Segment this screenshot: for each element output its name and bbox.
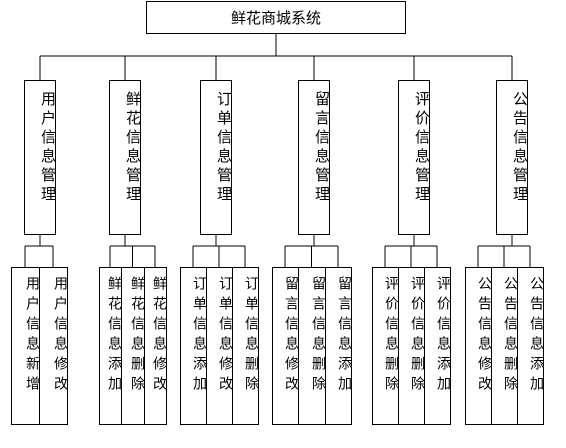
function-node-label: 留言信息修改: [283, 276, 299, 396]
function-node: 留言信息添加: [325, 267, 352, 425]
function-node-label: 鲜花信息添加: [106, 276, 122, 396]
function-node: 评价信息删除: [398, 267, 425, 425]
function-node-label: 用户信息新增: [24, 276, 40, 396]
function-node-label: 评价信息添加: [435, 276, 451, 396]
function-node-label: 订单信息添加: [191, 276, 207, 396]
function-node: 公告信息添加: [517, 267, 544, 425]
module-node: 公告信息管理: [496, 80, 529, 235]
function-node-label: 评价信息删除: [383, 276, 399, 396]
function-node: 评价信息删除: [372, 267, 399, 425]
module-node-label: 公告信息管理: [511, 91, 529, 205]
function-node: 订单信息修改: [206, 267, 233, 425]
module-node: 用户信息管理: [24, 80, 57, 235]
function-node: 评价信息添加: [424, 267, 451, 425]
function-node-label: 鲜花信息修改: [151, 276, 167, 396]
function-node-label: 公告信息删除: [502, 276, 518, 396]
function-node: 用户信息修改: [39, 267, 68, 425]
module-node-label: 留言信息管理: [313, 91, 331, 205]
function-node: 鲜花信息删除: [121, 267, 145, 425]
function-node: 公告信息修改: [465, 267, 492, 425]
function-node-label: 用户信息修改: [52, 276, 68, 396]
function-node-label: 订单信息删除: [243, 276, 259, 396]
function-node: 留言信息删除: [298, 267, 326, 425]
function-node-label: 留言信息删除: [310, 276, 326, 396]
function-node-label: 评价信息删除: [409, 276, 425, 396]
module-node: 鲜花信息管理: [109, 80, 142, 235]
function-node-label: 鲜花信息删除: [129, 276, 145, 396]
function-node: 订单信息删除: [232, 267, 259, 425]
function-node-label: 公告信息修改: [476, 276, 492, 396]
function-node: 公告信息删除: [491, 267, 518, 425]
function-node-label: 公告信息添加: [528, 276, 544, 396]
function-node: 订单信息添加: [180, 267, 207, 425]
function-node-label: 订单信息修改: [217, 276, 233, 396]
function-node: 鲜花信息修改: [144, 267, 167, 425]
module-node-label: 评价信息管理: [413, 91, 431, 205]
root-node: 鲜花商城系统: [146, 1, 406, 34]
module-node-label: 用户信息管理: [39, 91, 57, 205]
function-node: 鲜花信息添加: [99, 267, 122, 425]
module-node: 订单信息管理: [200, 80, 233, 235]
root-node-label: 鲜花商城系统: [230, 9, 321, 27]
function-node: 用户信息新增: [11, 267, 40, 425]
function-node-label: 留言信息添加: [336, 276, 352, 396]
module-node: 留言信息管理: [298, 80, 331, 235]
module-node: 评价信息管理: [398, 80, 431, 235]
module-node-label: 鲜花信息管理: [124, 91, 142, 205]
module-node-label: 订单信息管理: [215, 91, 233, 205]
function-node: 留言信息修改: [272, 267, 299, 425]
